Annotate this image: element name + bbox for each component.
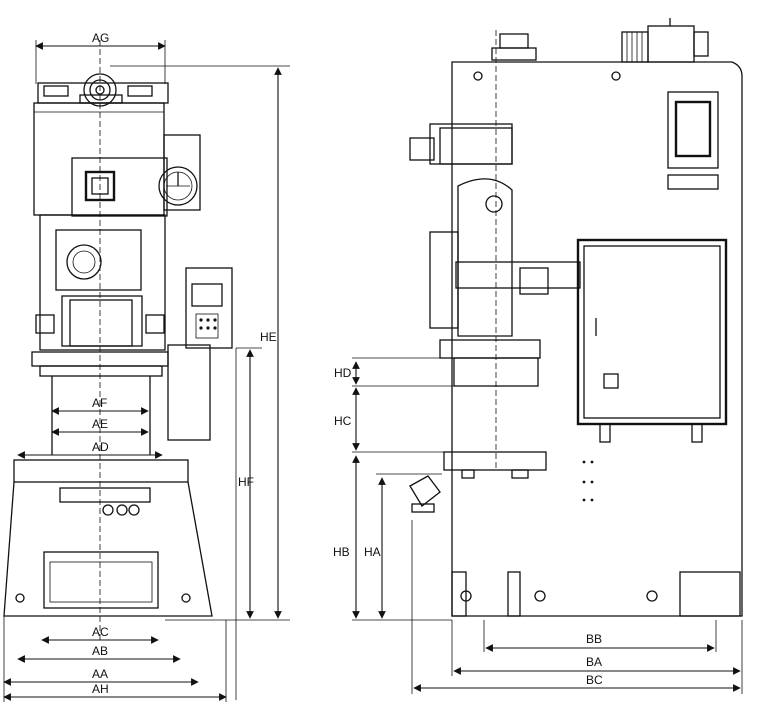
label-he: HE <box>260 330 277 344</box>
label-ah: AH <box>92 682 109 696</box>
label-ha: HA <box>364 545 381 559</box>
clutch-housing <box>429 123 513 165</box>
side-view: HD HC HB HA BB BA BC <box>333 18 743 694</box>
label-ae: AE <box>92 417 108 431</box>
lower-opening <box>43 551 159 609</box>
upper-housing <box>33 102 165 216</box>
label-hb: HB <box>333 545 350 559</box>
bed <box>13 459 189 483</box>
label-bc: BC <box>586 673 603 687</box>
top-window <box>667 91 719 169</box>
motor <box>621 18 709 63</box>
lower-body <box>3 481 213 617</box>
label-hf: HF <box>238 475 254 489</box>
slide <box>439 339 541 359</box>
label-ac: AC <box>92 625 109 639</box>
label-ad: AD <box>92 440 109 454</box>
label-hc: HC <box>334 414 352 428</box>
side-frame <box>451 61 743 617</box>
dial-gauge <box>158 166 198 206</box>
foot-pedal <box>409 475 441 513</box>
side-cabinet <box>167 344 211 441</box>
pendant-arm <box>455 261 581 289</box>
crank-body <box>457 178 513 337</box>
label-bb: BB <box>586 632 602 646</box>
label-ag: AG <box>92 31 109 45</box>
label-ba: BA <box>586 655 602 669</box>
label-ab: AB <box>92 644 108 658</box>
flywheel-assembly <box>37 73 169 107</box>
front-panel <box>71 157 168 217</box>
electrical-cabinet <box>576 238 728 443</box>
main-frame <box>39 214 166 351</box>
label-hd: HD <box>334 366 352 380</box>
label-aa: AA <box>92 667 108 681</box>
control-pendant <box>185 267 233 349</box>
front-view: AG AF AE AD AC AB AA AH HE HF <box>3 31 290 702</box>
bolster <box>443 451 547 471</box>
label-af: AF <box>92 396 107 410</box>
